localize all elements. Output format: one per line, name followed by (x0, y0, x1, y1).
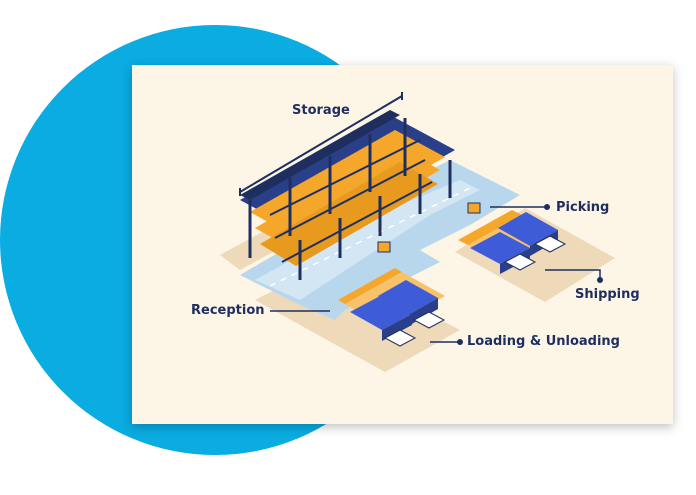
truck-trailer (378, 280, 438, 314)
label-picking: Picking (556, 200, 610, 215)
leader-dot-loading (457, 339, 463, 345)
truck-trailer (350, 296, 412, 330)
label-loading-unloading: Loading & Unloading (467, 334, 620, 349)
leader-dot-shipping (597, 277, 603, 283)
label-reception: Reception (191, 303, 265, 318)
truck-trailer (498, 212, 558, 246)
storage-racks (240, 110, 455, 280)
dock-wall (338, 268, 402, 304)
leader-dot-picking (544, 204, 550, 210)
rack-top (240, 110, 400, 200)
label-storage: Storage (292, 103, 350, 118)
rack-divider (274, 159, 426, 239)
rack-divider (269, 139, 421, 216)
forklift (377, 241, 391, 253)
rack-divider (281, 181, 433, 263)
aisle-marking (269, 187, 471, 287)
truck-cab (412, 311, 446, 329)
truck-cab (383, 329, 417, 347)
rack-shelf (260, 162, 438, 266)
label-shipping: Shipping (575, 287, 640, 302)
shipping-dock (458, 210, 567, 274)
loading-dock (338, 268, 446, 347)
truck-cab (533, 235, 567, 253)
leader-shipping (545, 269, 601, 280)
truck-trailer-side (382, 314, 412, 341)
storage-bracket (239, 95, 403, 193)
forklift (467, 202, 481, 214)
truck-cab (503, 253, 537, 271)
dock-wall (458, 210, 522, 245)
